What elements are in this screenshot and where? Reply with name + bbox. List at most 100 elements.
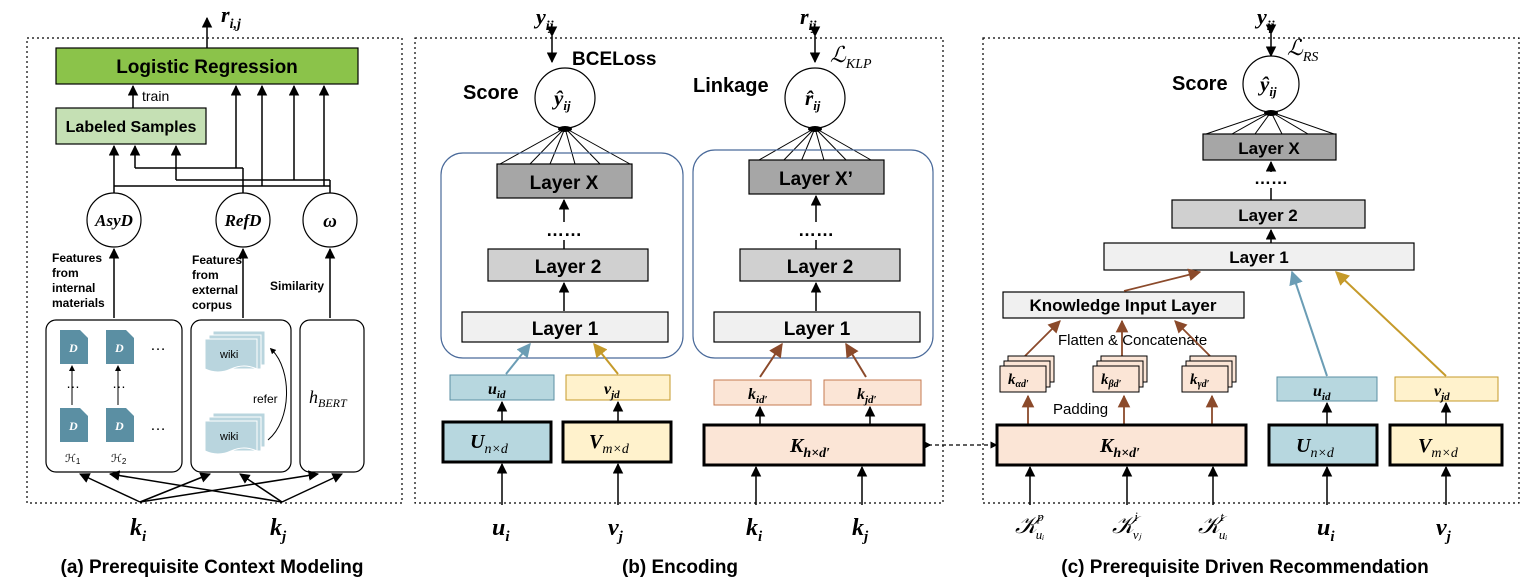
panel-b-frame <box>414 37 944 504</box>
k-gamma-stack: kγd′ <box>1181 355 1237 393</box>
panel-a: ri,j Logistic Regression train Labeled S… <box>26 2 403 578</box>
caption-a: (a) Prerequisite Context Modeling <box>61 557 364 578</box>
u-matrix-label: Un×d <box>470 431 509 457</box>
doc-icon: D <box>60 330 88 364</box>
u-matrix <box>1267 423 1379 467</box>
labeled-samples-label: Labeled Samples <box>66 119 197 136</box>
v-jd-vector <box>565 374 671 401</box>
layer-2-label: Layer 2 <box>535 257 602 278</box>
layer-x-box <box>496 163 633 199</box>
layer-x-label: Layer X <box>1238 139 1300 158</box>
fan-lines <box>499 127 631 165</box>
score-mlp-container <box>440 152 684 359</box>
vj-label: vj <box>608 515 624 545</box>
logistic-regression-box <box>55 47 359 85</box>
layer-2-box <box>487 248 649 282</box>
u-id-label: uid <box>488 381 506 401</box>
features-external-text: Features from external corpus <box>192 253 245 312</box>
refd-label: RefD <box>224 211 262 230</box>
k-jd-vector <box>823 379 922 406</box>
svg-text:D: D <box>68 419 78 433</box>
doc-icon: D <box>106 330 134 364</box>
score-label: Score <box>1172 73 1228 95</box>
omega-node <box>302 192 358 248</box>
panel-a-output-label: ri,j <box>221 2 241 32</box>
train-label: train <box>142 88 169 104</box>
ellipsis-text: … <box>150 417 166 434</box>
layer-x-label: Layer X <box>530 173 599 194</box>
wiki-doc-stack-icon: wiki <box>204 330 266 373</box>
r-label: rij <box>800 4 816 34</box>
layer-2-label: Layer 2 <box>1238 206 1298 225</box>
layer-2-label: Layer 2 <box>787 257 854 278</box>
kj-label: kj <box>270 515 287 545</box>
u-id-vector <box>449 374 555 401</box>
doc-icon: D <box>60 408 88 442</box>
ellipsis-text: … <box>150 337 166 354</box>
layer-x-box <box>1202 133 1337 161</box>
dots-label: …… <box>1254 169 1288 188</box>
v-matrix <box>561 420 673 464</box>
layer-2-box <box>739 248 901 282</box>
panel-b: yij BCELoss rij ℒKLP Score Linkage ŷij r… <box>414 4 944 578</box>
panel-c: yij ℒRS Score ŷij Layer X …… Layer 2 Lay… <box>982 4 1520 578</box>
labeled-samples-box <box>55 107 207 145</box>
svg-text:wiki: wiki <box>219 349 238 361</box>
u-id-vector <box>1276 376 1378 402</box>
h1-label: ℋ1 <box>65 453 81 466</box>
ellipsis-text: … <box>66 375 80 391</box>
kj-label: kj <box>852 515 869 545</box>
k-beta-stack: kβd′ <box>1092 355 1148 393</box>
layer-1-box <box>1103 242 1415 271</box>
k-matrix-label: Kh×d′ <box>1099 435 1140 461</box>
k-gamma-label: kγd′ <box>1190 372 1210 390</box>
v-jd-label: vjd <box>604 381 620 401</box>
yhat-label: ŷij <box>551 86 571 113</box>
features-internal-text: Features from internal materials <box>52 251 105 310</box>
k-alpha-stack: kαd′ <box>999 355 1055 393</box>
layer-x-prime-box <box>748 159 885 195</box>
linkage-mlp-container <box>692 149 934 359</box>
ki-label: ki <box>746 515 763 545</box>
refd-node <box>215 192 271 248</box>
k-matrix <box>702 423 926 467</box>
v-matrix <box>1388 423 1504 467</box>
rs-loss-label: ℒRS <box>1287 35 1318 65</box>
similarity-text: Similarity <box>270 279 324 293</box>
u-id-label: uid <box>1313 383 1331 403</box>
hbert-box <box>299 319 365 473</box>
vj-label: vj <box>1436 515 1452 545</box>
v-jd-label: vjd <box>1434 383 1450 403</box>
asyd-label: AsyD <box>94 211 133 230</box>
flatten-concatenate-label: Flatten & Concatenate <box>1058 332 1207 349</box>
ui-label: ui <box>492 515 510 545</box>
layer-1-box <box>713 311 921 343</box>
v-matrix-label: Vm×d <box>1418 435 1459 461</box>
dots-label: …… <box>546 220 582 240</box>
dots-label: …… <box>798 220 834 240</box>
k-id-label: kid′ <box>748 386 768 406</box>
linkage-label: Linkage <box>693 75 769 97</box>
rhat-label: r̂ij <box>805 86 821 113</box>
u-matrix <box>441 420 553 464</box>
knowledge-input-layer-box <box>1002 291 1245 319</box>
ui-label: ui <box>1317 515 1335 545</box>
layer-x-prime-label: Layer X’ <box>779 169 853 190</box>
svg-text:D: D <box>114 419 124 433</box>
logistic-regression-label: Logistic Regression <box>116 57 298 78</box>
klp-loss-label: ℒKLP <box>830 42 872 72</box>
refer-label: refer <box>253 392 278 406</box>
caption-c: (c) Prerequisite Driven Recommendation <box>1061 557 1428 578</box>
svg-text:D: D <box>68 341 78 355</box>
wiki-doc-stack-icon: wiki <box>204 412 266 455</box>
v-matrix-label: Vm×d <box>589 431 630 457</box>
u-matrix-label: Un×d <box>1296 435 1335 461</box>
bceloss-label: BCELoss <box>572 49 656 70</box>
y-label: yij <box>533 4 554 34</box>
asyd-node <box>86 192 142 248</box>
layer-1-box <box>461 311 669 343</box>
h2-label: ℋ2 <box>111 453 127 466</box>
